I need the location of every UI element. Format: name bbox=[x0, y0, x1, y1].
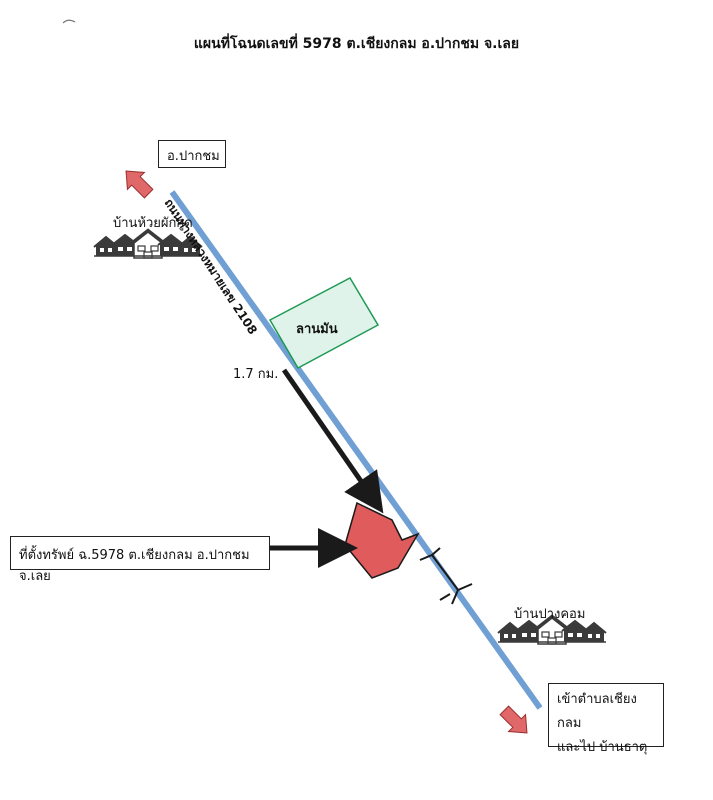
distance-label: 1.7 กม. bbox=[233, 367, 279, 382]
property-box: ที่ตั้งทรัพย์ ฉ.5978 ต.เชียงกลม อ.ปากชม … bbox=[10, 536, 270, 584]
distance-arrow bbox=[281, 368, 384, 514]
south-destination-box: เข้าตำบลเชียงกลม และไป บ้านธาตุ bbox=[548, 683, 664, 755]
property-label: ที่ตั้งทรัพย์ ฉ.5978 ต.เชียงกลม อ.ปากชม … bbox=[19, 548, 250, 584]
village-south-label: บ้านปางคอม bbox=[514, 607, 586, 622]
south-destination-line1: เข้าตำบลเชียงกลม bbox=[557, 692, 637, 731]
arrow-up-left-icon bbox=[125, 170, 154, 199]
arrow-down-right-icon bbox=[499, 705, 528, 734]
north-destination-box: อ.ปากชม bbox=[158, 140, 226, 168]
page-title: แผนที่โฉนดเลขที่ 5978 ต.เชียงกลม อ.ปากชม… bbox=[193, 36, 520, 52]
south-destination-line2: และไป บ้านธาตุ bbox=[557, 740, 648, 755]
landmark-label: ลานมัน bbox=[296, 322, 338, 337]
north-destination-label: อ.ปากชม bbox=[167, 149, 220, 164]
landmark-parcel bbox=[268, 277, 380, 370]
highway-road bbox=[169, 190, 543, 710]
property-parcel bbox=[344, 501, 420, 579]
bridge-icon bbox=[419, 547, 473, 605]
scan-mark bbox=[62, 19, 76, 24]
village-north-label: บ้านห้วยผักกูด bbox=[113, 216, 193, 231]
